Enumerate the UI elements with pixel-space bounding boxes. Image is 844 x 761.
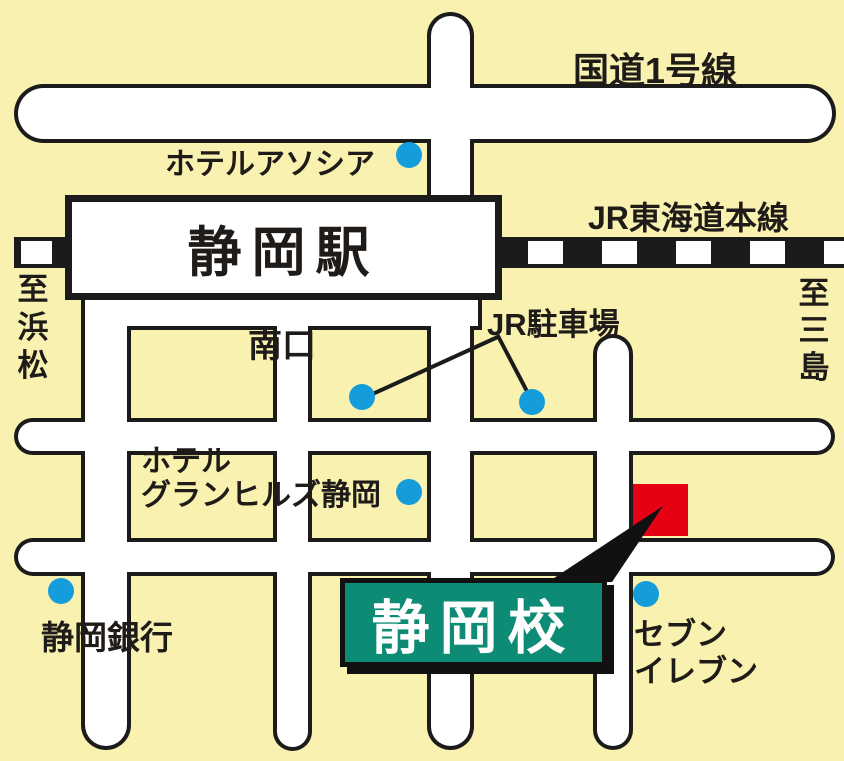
school-sign: 静岡校 — [340, 578, 607, 667]
station-label: 静岡駅 — [187, 223, 380, 283]
route1-label: 国道1号線 — [573, 50, 738, 91]
south-exit-label: 南口 — [248, 327, 316, 365]
school-label: 静岡校 — [371, 595, 576, 661]
road-route1 — [18, 88, 832, 139]
jr-line-label: JR東海道本線 — [588, 200, 789, 236]
jr-parking-label: JR駐車場 — [487, 307, 620, 342]
station-box: 静岡駅 — [65, 195, 502, 300]
railway-east-dashes — [499, 241, 844, 264]
to-hamamatsu-label: 至浜松 — [17, 272, 49, 383]
seven-eleven-label-line2: イレブン — [634, 654, 758, 689]
road-station-south — [87, 300, 478, 326]
railway-west-segment — [14, 237, 65, 268]
road-horizontal-south — [18, 542, 831, 572]
railway-west-dash — [21, 241, 52, 264]
jr-parking-dot-left — [349, 384, 375, 410]
road-horizontal-mid — [18, 422, 831, 451]
road-vertical-east — [597, 338, 629, 746]
seven-eleven-label-line1: セブン — [634, 617, 727, 652]
bank-dot — [48, 578, 74, 604]
seven-eleven-dot — [633, 581, 659, 607]
hotel-granhills-label-line1: ホテル — [141, 445, 231, 478]
hotel-granhills-label-line2: グランヒルズ静岡 — [141, 479, 381, 512]
hotel-granhills-dot — [396, 479, 422, 505]
railway-east-segment — [499, 237, 844, 268]
destination-marker — [633, 484, 688, 536]
hotel-associa-dot — [396, 142, 422, 168]
road-vertical-west — [85, 299, 127, 746]
to-mishima-label: 至三島 — [798, 276, 830, 385]
jr-parking-dot-right — [519, 389, 545, 415]
bank-label: 静岡銀行 — [41, 619, 173, 656]
road-vertical-center — [277, 300, 308, 747]
hotel-associa-label: ホテルアソシア — [165, 148, 375, 181]
